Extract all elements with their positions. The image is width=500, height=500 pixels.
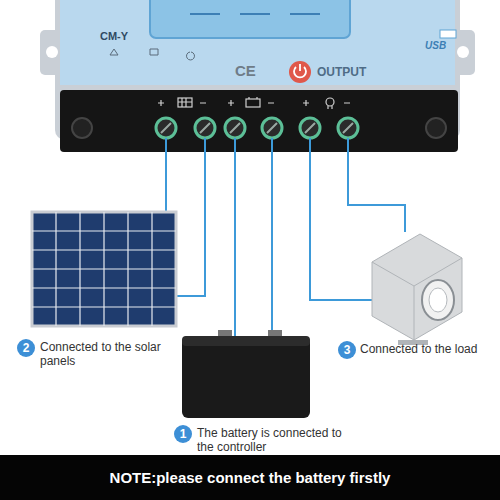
model-name: CM-Y: [100, 30, 128, 42]
note-text: NOTE:please connect the battery firstly: [110, 469, 391, 486]
charge-controller: CM-Y CE OUTPUT USB: [55, 0, 460, 90]
callout-number: 2: [17, 339, 35, 357]
screen-icons: [190, 13, 320, 15]
connection-caption: Connected to the solar panels: [40, 340, 170, 368]
power-button: [289, 61, 311, 83]
usb-label: USB: [425, 40, 446, 51]
lcd-screen: [150, 0, 350, 38]
solar-panel: [32, 212, 176, 326]
battery: [182, 330, 310, 418]
output-label: OUTPUT: [317, 65, 366, 79]
front-panel: [60, 0, 455, 85]
callout-digit: 3: [344, 343, 351, 357]
status-icons: [110, 49, 195, 60]
callout-digit: 1: [180, 427, 187, 441]
wires: [166, 138, 405, 336]
end-hole: [72, 118, 92, 138]
mount-hole: [46, 46, 58, 58]
screw-slots: [161, 123, 353, 133]
callout-number: 3: [338, 341, 356, 359]
callout-digit: 2: [23, 341, 30, 355]
end-hole: [426, 118, 446, 138]
screw-terminals: [156, 118, 358, 138]
terminal-symbols: [158, 97, 350, 109]
connection-caption: Connected to the load: [360, 342, 480, 356]
mount-hole: [457, 46, 469, 58]
power-icon: [294, 64, 306, 77]
lamp: [372, 234, 462, 345]
callout-number: 1: [174, 425, 192, 443]
note-bar: NOTE:please connect the battery firstly: [0, 455, 500, 500]
connection-caption: The battery is connected to the controll…: [197, 426, 357, 454]
terminal-block: [60, 90, 458, 152]
ce-mark: CE: [235, 62, 256, 79]
usb-port: [440, 30, 456, 38]
